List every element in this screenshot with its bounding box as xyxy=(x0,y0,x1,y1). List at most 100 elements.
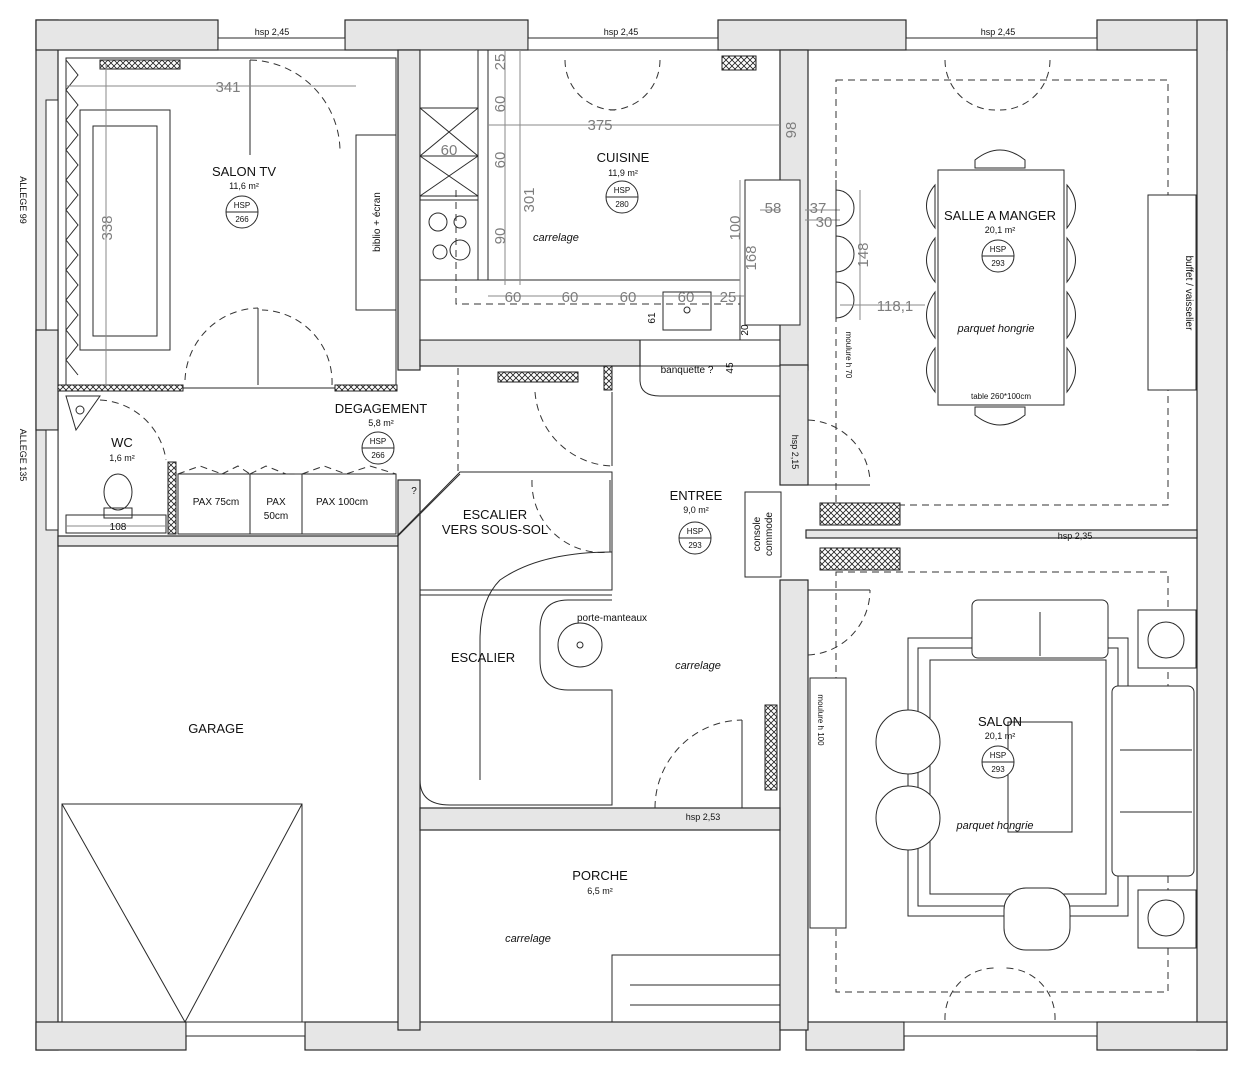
hsp-top-right: hsp 2,45 xyxy=(981,27,1016,37)
window-swing-salon xyxy=(944,967,1056,1021)
cabinet-1 xyxy=(419,49,479,109)
chair-left-1 xyxy=(926,183,936,230)
wall-bottom-salon-left xyxy=(805,1021,905,1051)
window-salon-bottom xyxy=(903,1021,1098,1037)
moulure-70-label: moulure h 70 xyxy=(844,332,853,379)
pax-wardrobes xyxy=(177,465,397,535)
dim-counter-60-1: 60 xyxy=(505,289,522,306)
window-left-middle xyxy=(45,429,59,531)
wall-dining-salon xyxy=(805,529,1198,539)
room-label-dining: SALLE A MANGER xyxy=(944,208,1056,223)
stool-2 xyxy=(835,235,855,273)
stool-3 xyxy=(835,281,855,319)
buffet xyxy=(1147,194,1197,391)
room-label-degagement: DEGAGEMENT xyxy=(335,401,428,416)
armchair-bottom xyxy=(1003,887,1071,951)
pax-50-label-1: PAX xyxy=(266,497,286,508)
area-cuisine: 11,9 m² xyxy=(608,168,638,178)
kitchen-sink xyxy=(662,291,712,331)
room-label-cuisine: CUISINE xyxy=(597,150,650,165)
door-swing-entree-top xyxy=(534,391,613,467)
dining-chairs xyxy=(926,149,1076,426)
dim-counter-60-2: 60 xyxy=(562,289,579,306)
pax-50 xyxy=(249,473,303,535)
chair-right-3 xyxy=(1066,290,1076,340)
banquette xyxy=(639,365,781,397)
radiator-dining-divider xyxy=(819,502,901,526)
hsp-value-cuisine: 280 xyxy=(615,200,629,209)
salon-rug-inner xyxy=(929,659,1107,895)
armchair-2 xyxy=(875,785,941,851)
room-label-salon-tv: SALON TV xyxy=(212,164,276,179)
salon-tv-room xyxy=(57,57,398,392)
wall-cabinet-line xyxy=(477,49,489,281)
moulure-100-label: moulure h 100 xyxy=(816,694,825,746)
dim-375: 375 xyxy=(587,117,612,134)
garage-room xyxy=(57,545,399,1024)
tv-rug xyxy=(79,109,171,351)
cuisine-dash-outline xyxy=(455,190,740,305)
pax-75 xyxy=(177,473,251,535)
sofa-right xyxy=(1111,685,1195,877)
dining-room xyxy=(835,59,1197,506)
porte-manteaux-center xyxy=(576,641,584,649)
dim-60-b: 60 xyxy=(492,152,509,169)
dim-60-a: 60 xyxy=(492,96,509,113)
dim-118: 118,1 xyxy=(877,298,913,315)
door-swing-salon-left xyxy=(184,307,259,381)
burner-1 xyxy=(428,212,448,232)
entree-area xyxy=(397,365,901,809)
dim-301: 301 xyxy=(521,187,538,212)
wall-top-2 xyxy=(344,19,529,51)
hsp-label-cuisine: HSP xyxy=(614,186,630,195)
hsp-value-salon: 293 xyxy=(991,765,1005,774)
hsp-top-middle: hsp 2,45 xyxy=(604,27,639,37)
floor-cuisine: carrelage xyxy=(533,232,579,244)
console-label-2: commode xyxy=(764,512,775,556)
cabinet-2-x2 xyxy=(419,107,479,157)
dim-98: 98 xyxy=(783,122,800,139)
banquette-label: banquette ? xyxy=(661,365,714,376)
room-label-escalier-ss-1: ESCALIER xyxy=(463,507,527,522)
cooktop xyxy=(419,199,479,281)
burner-3 xyxy=(432,244,448,260)
room-label-escalier-ss-2: VERS SOUS-SOL xyxy=(442,522,548,537)
garage-door xyxy=(61,803,303,1023)
window-salon-tv xyxy=(217,37,346,51)
door-swing-salon-right xyxy=(261,309,333,386)
room-label-porche: PORCHE xyxy=(572,868,628,883)
salon-rug-outer xyxy=(907,637,1129,917)
hsp-label-entree: HSP xyxy=(687,527,703,536)
dim-30: 30 xyxy=(816,214,833,231)
door-swing-escalier xyxy=(531,479,611,553)
dim-60-corner: 60 xyxy=(441,142,458,159)
fridge-column xyxy=(744,179,801,326)
chair-right-4 xyxy=(1066,346,1076,394)
wc-toilet-tank xyxy=(103,507,133,519)
console-label-1: console xyxy=(752,516,763,551)
dim-counter-20: 20 xyxy=(740,324,751,336)
dim-counter-60-4: 60 xyxy=(678,289,695,306)
lamp-top xyxy=(1147,621,1185,659)
door-swing-dining xyxy=(807,419,871,481)
radiator-degagement xyxy=(497,371,579,383)
hsp-top-left: hsp 2,45 xyxy=(255,27,290,37)
wall-strip-left xyxy=(57,384,184,392)
moulure-100-panel xyxy=(809,677,847,929)
console-commode xyxy=(744,491,782,578)
wall-right-outer xyxy=(1196,19,1228,1051)
wall-bottom-middle xyxy=(304,1021,781,1051)
area-wc: 1,6 m² xyxy=(109,453,135,463)
cuisine-dimensions xyxy=(66,50,925,527)
dim-counter-60-3: 60 xyxy=(620,289,637,306)
room-label-wc: WC xyxy=(111,435,133,450)
wc-room xyxy=(65,395,177,535)
door-swing-front xyxy=(654,719,743,809)
hsp-value-entree: 293 xyxy=(688,541,702,550)
dim-108: 108 xyxy=(110,522,127,533)
floor-entree: carrelage xyxy=(675,660,721,672)
door-swing-salon xyxy=(807,589,871,656)
dim-banquette-45: 45 xyxy=(725,362,736,374)
cuisine-room xyxy=(419,49,855,341)
hsp-markers xyxy=(225,180,1015,779)
